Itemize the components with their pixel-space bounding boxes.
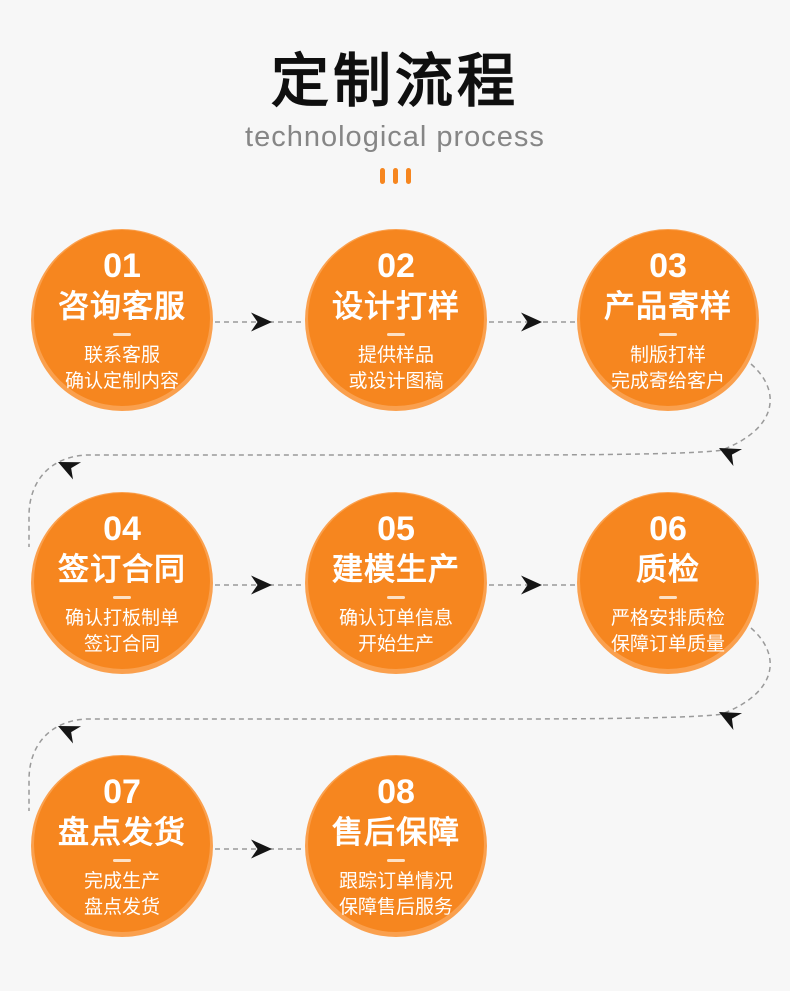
arrowhead-step1-step2 <box>251 312 272 332</box>
arrowhead-step2-step3 <box>521 312 542 332</box>
step-circle-07: 07 盘点发货 完成生产 盘点发货 <box>31 755 213 937</box>
step-desc-line2: 或设计图稿 <box>348 371 444 393</box>
step-divider <box>659 333 677 337</box>
step-circle-04: 04 签订合同 确认打板制单 签订合同 <box>31 492 213 674</box>
step-title: 咨询客服 <box>58 288 186 324</box>
step-circle-01: 01 咨询客服 联系客服 确认定制内容 <box>31 229 213 411</box>
step-divider <box>113 333 131 337</box>
step-number: 08 <box>377 772 415 811</box>
arrowhead-step5-step6 <box>521 575 542 595</box>
step-desc-line1: 确认订单信息 <box>338 608 453 630</box>
step-desc-line2: 保障订单质量 <box>610 634 725 656</box>
step-desc-line1: 确认打板制单 <box>64 608 179 630</box>
step-title: 质检 <box>636 551 700 587</box>
step-circle-05: 05 建模生产 确认订单信息 开始生产 <box>305 492 487 674</box>
step-number: 04 <box>103 509 141 548</box>
connector-step3-step4 <box>28 363 771 547</box>
step-title: 设计打样 <box>332 288 460 324</box>
step-divider <box>659 596 677 600</box>
step-circle-face: 06 质检 严格安排质检 保障订单质量 <box>577 492 759 674</box>
step-number: 02 <box>377 246 415 285</box>
arrowhead-step4-curve <box>58 462 82 480</box>
page-subtitle: technological process <box>245 120 545 153</box>
step-number: 07 <box>103 772 141 811</box>
step-divider <box>387 596 405 600</box>
step-circle-face: 05 建模生产 确认订单信息 开始生产 <box>305 492 487 674</box>
three-bars-icon <box>0 167 790 184</box>
step-divider <box>113 596 131 600</box>
step-desc-line2: 确认定制内容 <box>64 371 179 393</box>
step-desc-line1: 提供样品 <box>357 345 434 367</box>
step-desc-line1: 联系客服 <box>83 345 160 367</box>
step-desc-line1: 严格安排质检 <box>610 608 725 630</box>
step-circle-03: 03 产品寄样 制版打样 完成寄给客户 <box>577 229 759 411</box>
step-number: 06 <box>649 509 687 548</box>
connector-step6-step7 <box>28 627 771 811</box>
step-circle-face: 04 签订合同 确认打板制单 签订合同 <box>31 492 213 674</box>
step-desc-line2: 保障售后服务 <box>338 897 453 919</box>
step-title: 签订合同 <box>58 551 186 587</box>
step-circle-face: 01 咨询客服 联系客服 确认定制内容 <box>31 229 213 411</box>
step-desc-line2: 盘点发货 <box>83 897 160 919</box>
step-title: 盘点发货 <box>58 814 186 850</box>
step-title: 产品寄样 <box>604 288 732 324</box>
step-title: 建模生产 <box>332 551 460 587</box>
step-number: 05 <box>377 509 415 548</box>
step-circle-face: 07 盘点发货 完成生产 盘点发货 <box>31 755 213 937</box>
step-divider <box>387 333 405 337</box>
step-circle-06: 06 质检 严格安排质检 保障订单质量 <box>577 492 759 674</box>
step-desc-line1: 完成生产 <box>83 871 160 893</box>
step-divider <box>113 859 131 863</box>
step-desc-line2: 完成寄给客户 <box>610 371 725 393</box>
step-desc-line1: 制版打样 <box>629 345 706 367</box>
step-circle-face: 03 产品寄样 制版打样 完成寄给客户 <box>577 229 759 411</box>
page-title: 定制流程 <box>270 49 519 114</box>
step-number: 01 <box>103 246 141 285</box>
arrowhead-step3-curve <box>719 448 743 466</box>
header: 定制流程 technological process <box>0 0 790 184</box>
step-circle-face: 02 设计打样 提供样品 或设计图稿 <box>305 229 487 411</box>
step-desc-line2: 签订合同 <box>83 634 160 656</box>
arrowhead-step4-step5 <box>251 575 272 595</box>
step-number: 03 <box>649 246 687 285</box>
step-circle-face: 08 售后保障 跟踪订单情况 保障售后服务 <box>305 755 487 937</box>
step-desc-line1: 跟踪订单情况 <box>338 871 453 893</box>
arrowhead-step6-curve <box>719 712 743 730</box>
arrowhead-step7-curve <box>58 726 82 744</box>
step-desc-line2: 开始生产 <box>357 634 434 656</box>
step-circle-08: 08 售后保障 跟踪订单情况 保障售后服务 <box>305 755 487 937</box>
arrowhead-step7-step8 <box>251 839 272 859</box>
step-title: 售后保障 <box>332 814 460 850</box>
step-circle-02: 02 设计打样 提供样品 或设计图稿 <box>305 229 487 411</box>
step-divider <box>387 859 405 863</box>
